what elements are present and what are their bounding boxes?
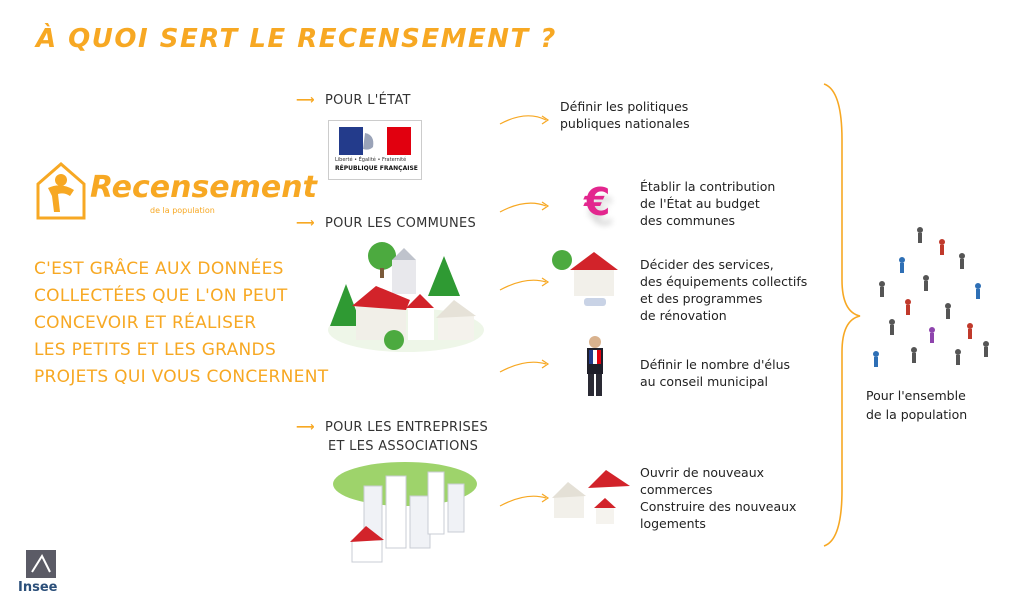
outcome-contribution: Établir la contribution de l'État au bud… xyxy=(640,178,775,229)
insee-logo-icon xyxy=(26,550,56,578)
tagline-line: CONCEVOIR ET RÉALISER xyxy=(34,313,257,333)
recensement-logo-text: Recensement xyxy=(90,170,317,205)
outcome-commerces: Ouvrir de nouveaux commerces Construire … xyxy=(640,464,796,532)
category-communes: ⟶ POUR LES COMMUNES xyxy=(296,214,476,233)
outcome-line: publiques nationales xyxy=(560,116,690,131)
outcome-line: des communes xyxy=(640,213,736,228)
recensement-logo-icon xyxy=(36,162,86,220)
outcome-line: au conseil municipal xyxy=(640,374,769,389)
category-etat: ⟶ POUR L'ÉTAT xyxy=(296,91,411,110)
outcome-line: commerces xyxy=(640,482,713,497)
insee-logo-text: Insee xyxy=(18,580,58,595)
school-illustration-icon xyxy=(552,250,618,306)
republique-motto: Liberté • Égalité • Fraternité xyxy=(335,157,407,163)
outcome-line: Établir la contribution xyxy=(640,179,776,194)
population-line: Pour l'ensemble xyxy=(866,388,966,403)
village-illustration-icon xyxy=(328,242,484,352)
outcome-line: Décider des services, xyxy=(640,257,774,272)
republique-name: RÉPUBLIQUE FRANÇAISE xyxy=(335,165,418,172)
population-line: de la population xyxy=(866,407,968,422)
outcome-elus: Définir le nombre d'élus au conseil muni… xyxy=(640,356,790,390)
population-label: Pour l'ensemble de la population xyxy=(866,386,967,424)
recensement-logo-subtitle: de la population xyxy=(150,206,215,215)
connector-arrows xyxy=(499,115,550,507)
tagline-line: PROJETS QUI VOUS CONCERNENT xyxy=(34,367,329,387)
brace-icon xyxy=(823,83,861,547)
outcome-line: logements xyxy=(640,516,706,531)
outcome-line: Définir les politiques xyxy=(560,99,689,114)
arrow-right-icon: ⟶ xyxy=(296,420,315,435)
marianne-flag-icon xyxy=(339,127,411,155)
outcome-line: de rénovation xyxy=(640,308,727,323)
tagline: C'EST GRÂCE AUX DONNÉES COLLECTÉES QUE L… xyxy=(34,256,334,391)
outcome-line: Ouvrir de nouveaux xyxy=(640,465,765,480)
houses-illustration-icon xyxy=(552,470,630,524)
crowd-illustration-icon xyxy=(873,227,989,367)
outcome-line: de l'État au budget xyxy=(640,196,760,211)
category-entreprises-label-1: POUR LES ENTREPRISES xyxy=(324,420,489,435)
outcome-line: et des programmes xyxy=(640,291,763,306)
outcome-line: des équipements collectifs xyxy=(640,274,808,289)
city-illustration-icon xyxy=(333,462,477,563)
category-entreprises: ⟶ POUR LES ENTREPRISES ET LES ASSOCIATION… xyxy=(296,418,488,456)
category-communes-label: POUR LES COMMUNES xyxy=(324,216,477,231)
tagline-line: C'EST GRÂCE AUX DONNÉES xyxy=(34,259,284,279)
category-etat-label: POUR L'ÉTAT xyxy=(324,93,411,108)
tagline-line: LES PETITS ET LES GRANDS xyxy=(34,340,277,360)
euro-icon: € xyxy=(584,180,611,224)
arrow-right-icon: ⟶ xyxy=(296,216,315,231)
outcome-line: Construire des nouveaux xyxy=(640,499,797,514)
outcome-politiques: Définir les politiques publiques nationa… xyxy=(560,98,690,132)
mayor-figure-icon xyxy=(587,336,603,396)
page-title: À QUOI SERT LE RECENSEMENT ? xyxy=(36,24,557,54)
tagline-line: COLLECTÉES QUE L'ON PEUT xyxy=(34,286,288,306)
category-entreprises-label-2: ET LES ASSOCIATIONS xyxy=(328,439,479,454)
outcome-services: Décider des services, des équipements co… xyxy=(640,256,807,324)
republique-francaise-logo: Liberté • Égalité • Fraternité RÉPUBLIQU… xyxy=(328,120,422,180)
arrow-right-icon: ⟶ xyxy=(296,93,315,108)
outcome-line: Définir le nombre d'élus xyxy=(640,357,791,372)
